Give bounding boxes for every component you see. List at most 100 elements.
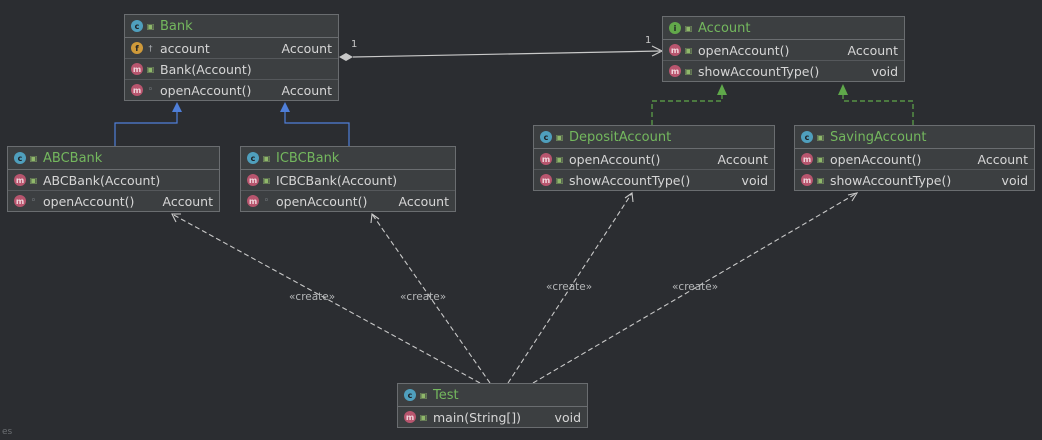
inheritance-arrow-bank-right (280, 102, 290, 112)
public-lock-icon: ▣ (29, 153, 38, 163)
method-icon: m (404, 411, 416, 423)
method-row[interactable]: m▣ABCBank(Account) (8, 170, 219, 191)
method-icon: m (540, 174, 552, 186)
multiplicity-bank-end: 1 (351, 39, 358, 50)
member-type: Account (977, 151, 1028, 167)
member-name: main(String[]) (433, 409, 522, 425)
create-label-saving: «create» (672, 281, 719, 293)
edge-saving-implements-account (842, 92, 914, 125)
class-name: ICBCBank (276, 150, 340, 166)
method-row[interactable]: m▣showAccountType()void (795, 170, 1034, 190)
edge-test-creates-icbcbank (371, 213, 491, 384)
method-icon: m (14, 195, 26, 207)
public-lock-icon: ▣ (684, 66, 693, 76)
method-row[interactable]: m▣main(String[])void (398, 407, 587, 427)
public-lock-icon: ▣ (684, 45, 693, 55)
class-icon: c (131, 20, 143, 32)
member-name: openAccount() (160, 82, 252, 98)
public-lock-icon: ▣ (684, 23, 693, 33)
method-row[interactable]: m▣openAccount()Account (795, 149, 1034, 170)
class-icon: c (540, 131, 552, 143)
method-icon: m (801, 153, 813, 165)
method-icon: m (247, 174, 259, 186)
method-row[interactable]: m▣ showAccountType() void (663, 61, 904, 81)
class-header[interactable]: i▣ Account (663, 17, 904, 40)
create-label-deposit: «create» (546, 281, 593, 293)
edge-test-creates-saving (532, 192, 858, 384)
multiplicity-account-end: 1 (645, 35, 652, 46)
public-lock-icon: ▣ (816, 154, 825, 164)
member-name: showAccountType() (698, 63, 820, 79)
public-lock-icon: ▣ (816, 175, 825, 185)
member-type: void (554, 409, 581, 425)
member-type: Account (717, 151, 768, 167)
dependency-arrowhead-saving (847, 192, 859, 202)
method-icon: m (540, 153, 552, 165)
edge-bank-association-account (352, 50, 661, 58)
class-icon: c (247, 152, 259, 164)
member-type: void (871, 63, 898, 79)
public-lock-icon: ▣ (146, 21, 155, 31)
class-header[interactable]: c▣ Test (398, 384, 587, 407)
class-header[interactable]: c▣Bank (125, 15, 338, 38)
public-lock-icon: ▣ (555, 132, 564, 142)
realization-arrow-account-left (717, 84, 727, 95)
method-icon: m (801, 174, 813, 186)
class-box-test[interactable]: c▣ Test m ▣ main(String[]) void (397, 383, 588, 428)
method-icon: m (14, 174, 26, 186)
method-row[interactable]: m▣ openAccount() Account (534, 149, 774, 170)
public-lock-icon: ▣ (262, 153, 271, 163)
create-label-abcbank: «create» (289, 291, 336, 303)
public-lock-icon: ▣ (419, 390, 428, 400)
class-name: ABCBank (43, 150, 103, 166)
public-lock-icon: ▣ (146, 64, 155, 74)
method-icon: m (669, 65, 681, 77)
package-private-icon: ◦ (263, 196, 270, 206)
realization-arrow-account-right (838, 84, 848, 95)
class-box-icbcbank[interactable]: c▣ ICBCBank m▣ICBCBank(Account)m◦openAccou… (240, 146, 456, 212)
private-field-icon: † (148, 43, 153, 53)
dependency-arrowhead-deposit (624, 192, 634, 203)
member-name: showAccountType() (830, 172, 952, 188)
edge-test-creates-deposit (507, 192, 633, 384)
method-row[interactable]: m◦openAccount()Account (125, 80, 338, 100)
method-icon: m (131, 84, 143, 96)
member-type: Account (281, 40, 332, 56)
dependency-arrowhead-abcbank (171, 213, 181, 223)
class-name: Test (433, 387, 459, 403)
public-lock-icon: ▣ (555, 154, 564, 164)
method-row[interactable]: m◦openAccount()Account (8, 191, 219, 211)
interface-icon: i (669, 22, 681, 34)
public-lock-icon: ▣ (816, 132, 825, 142)
member-name: openAccount() (569, 151, 661, 167)
edge-abcbank-extends-bank (114, 109, 178, 146)
member-name: account (160, 40, 210, 56)
method-row[interactable]: m▣openAccount()Account (663, 40, 904, 61)
class-name: SavingAccount (830, 129, 927, 145)
member-name: showAccountType() (569, 172, 691, 188)
class-header[interactable]: c▣DepositAccount (534, 126, 774, 149)
aggregation-diamond (339, 53, 353, 61)
member-type: Account (847, 42, 898, 58)
class-name: Account (698, 20, 751, 36)
method-row[interactable]: m▣showAccountType()void (534, 170, 774, 190)
inheritance-edges (114, 109, 350, 146)
method-row[interactable]: m▣Bank(Account) (125, 59, 338, 80)
member-type: Account (398, 193, 449, 209)
class-header[interactable]: c▣SavingAccount (795, 126, 1034, 149)
dependency-edges (171, 192, 858, 384)
method-row[interactable]: m◦openAccount()Account (241, 191, 455, 211)
class-header[interactable]: c▣ ICBCBank (241, 147, 455, 170)
class-header[interactable]: c▣ABCBank (8, 147, 219, 170)
method-row[interactable]: m▣ICBCBank(Account) (241, 170, 455, 191)
dependency-arrowhead-icbcbank (370, 213, 380, 224)
public-lock-icon: ▣ (555, 175, 564, 185)
class-icon: c (404, 389, 416, 401)
package-private-icon: ◦ (147, 85, 154, 95)
